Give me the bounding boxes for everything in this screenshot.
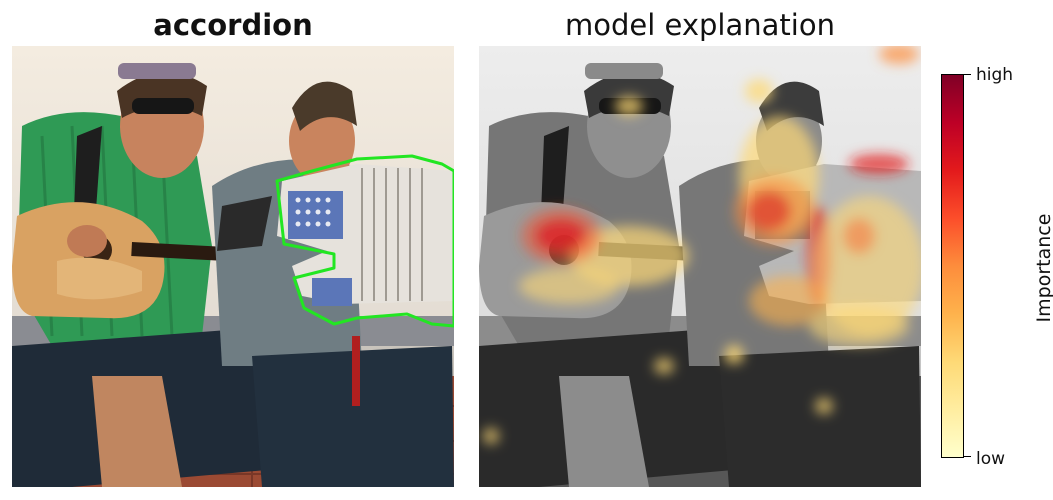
original-photo-panel	[12, 46, 454, 487]
colorbar-tick-high	[964, 74, 971, 75]
accordion-outline	[275, 154, 454, 328]
importance-overlay	[483, 46, 921, 444]
explanation-panel	[479, 46, 921, 487]
right-panel-title: model explanation	[565, 8, 835, 42]
left-panel-title: accordion	[153, 8, 313, 42]
importance-colorbar	[941, 74, 971, 458]
colorbar-axis-label: Importance	[1033, 213, 1053, 323]
original-photo	[12, 46, 454, 487]
colorbar-gradient	[941, 74, 964, 458]
colorbar-low-label: low	[976, 449, 1006, 469]
colorbar-tick-low	[964, 456, 971, 457]
colorbar-high-label: high	[976, 65, 1014, 85]
explanation-heatmap	[479, 46, 921, 487]
scene-left	[12, 46, 454, 487]
